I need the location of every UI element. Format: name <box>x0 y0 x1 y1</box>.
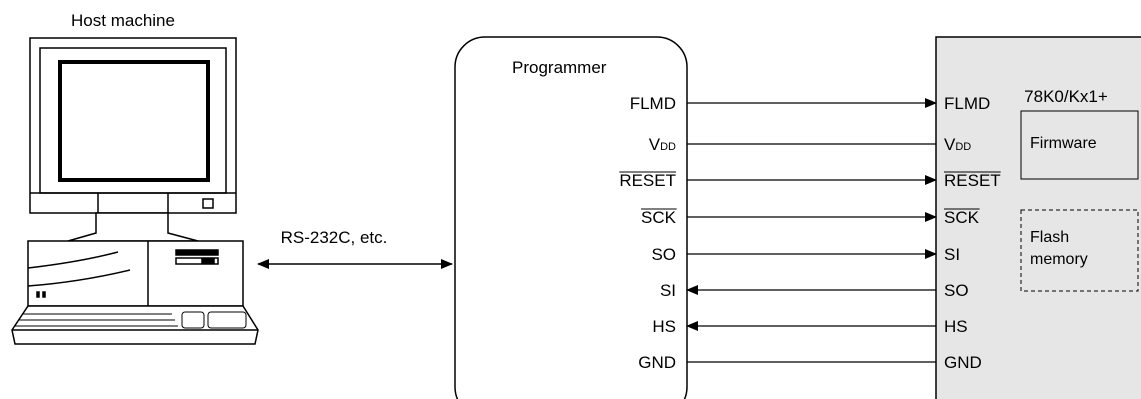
programmer-pin-label: SO <box>651 245 676 264</box>
programmer-pin-label: SCK <box>641 208 677 227</box>
rs232c-link: RS-232C, etc. <box>257 228 453 269</box>
programmer-pin-label: SI <box>660 281 676 300</box>
device-pin-name: SI <box>944 245 960 264</box>
programmer-pin-label: VDD <box>649 135 676 154</box>
device-pin-name: GND <box>944 353 982 372</box>
programmer-pin-label: HS <box>652 317 676 336</box>
programmer-title: Programmer <box>512 58 607 77</box>
device-pin-name: V <box>944 135 956 154</box>
device-pin-label: SCK <box>944 208 980 227</box>
device-pin-name: RESET <box>944 171 1001 190</box>
device: 78K0/Kx1+ Firmware Flash memory FLMD VDD R… <box>935 36 1141 399</box>
programmer-pin-name: FLMD <box>630 94 676 113</box>
programmer: Programmer FLMD VDD RESET SCK SO SI HS GND <box>454 36 688 399</box>
programmer-pin-name: V <box>649 135 661 154</box>
flash-memory-block <box>1020 209 1139 292</box>
host-machine-title: Host machine <box>71 11 175 30</box>
computer-icon <box>11 37 259 345</box>
programmer-pin-label: FLMD <box>630 94 676 113</box>
signal-lines <box>686 98 937 363</box>
programmer-pin-name: RESET <box>619 171 676 190</box>
device-pin-name: HS <box>944 317 968 336</box>
rs232c-label: RS-232C, etc. <box>281 228 388 247</box>
device-pin-label: VDD <box>944 135 971 154</box>
device-pin-label: HS <box>944 317 968 336</box>
device-pin-name: SO <box>944 281 969 300</box>
firmware-block <box>1020 110 1139 180</box>
device-pin-label: RESET <box>944 171 1001 190</box>
host-machine: Host machine <box>11 11 259 345</box>
programmer-pin-name: GND <box>638 353 676 372</box>
programmer-pin-label: GND <box>638 353 676 372</box>
device-pin-subscript: DD <box>955 141 971 153</box>
programmer-pin-name: SI <box>660 281 676 300</box>
device-pins: FLMD VDD RESET SCK SI SO HS GND <box>944 94 1001 372</box>
programmer-pin-label: RESET <box>619 171 676 190</box>
device-pin-label: SO <box>944 281 969 300</box>
flash-memory-label-line2: memory <box>1030 251 1088 268</box>
programmer-pins: FLMD VDD RESET SCK SO SI HS GND <box>619 94 677 372</box>
device-pin-label: SI <box>944 245 960 264</box>
device-title: 78K0/Kx1+ <box>1024 87 1108 106</box>
flash-memory-label-line1: Flash <box>1030 229 1069 246</box>
programmer-pin-name: HS <box>652 317 676 336</box>
device-pin-name: FLMD <box>944 94 990 113</box>
device-pin-label: GND <box>944 353 982 372</box>
firmware-label: Firmware <box>1030 135 1097 152</box>
device-pin-name: SCK <box>944 208 980 227</box>
programmer-pin-name: SCK <box>641 208 677 227</box>
programmer-pin-subscript: DD <box>660 141 676 153</box>
programmer-pin-name: SO <box>651 245 676 264</box>
device-pin-label: FLMD <box>944 94 990 113</box>
programmer-box <box>454 36 688 399</box>
